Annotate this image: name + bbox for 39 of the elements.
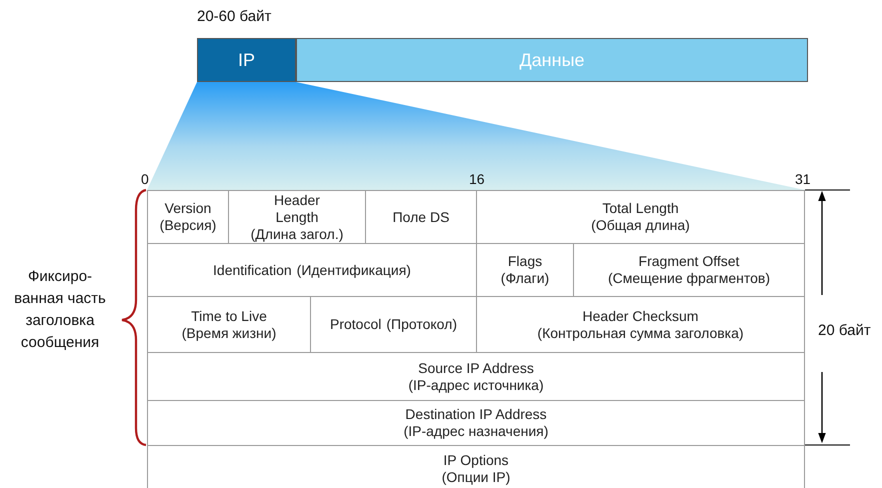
field-name: Destination IP Address bbox=[405, 406, 547, 423]
bit-number: 31 bbox=[795, 171, 811, 187]
field-translation: (Контрольная сумма заголовка) bbox=[537, 324, 744, 342]
field-translation: (Идентификация) bbox=[296, 262, 411, 278]
bit-number: 0 bbox=[141, 171, 149, 187]
field-name: Identification bbox=[213, 262, 292, 278]
field-translation: (Версия) bbox=[160, 217, 216, 234]
field-translation: (IP-адрес назначения) bbox=[404, 423, 548, 440]
field-name: Time to Live bbox=[191, 308, 267, 324]
size-label: 20-60 байт bbox=[197, 8, 272, 25]
header-field bbox=[147, 445, 805, 488]
field-name: Total Length bbox=[602, 200, 679, 217]
field-name: Header Checksum bbox=[582, 308, 698, 324]
header-field bbox=[228, 190, 366, 244]
field-name: Flags bbox=[508, 253, 542, 270]
field-translation: (Время жизни) bbox=[182, 324, 276, 342]
header-field bbox=[147, 400, 805, 446]
field-translation: (Флаги) bbox=[500, 270, 550, 287]
brace-label: Фиксиро- ванная часть заголовка сообщения bbox=[13, 267, 107, 353]
field-translation: (Смещение фрагментов) bbox=[608, 270, 770, 287]
header-segment: IP bbox=[197, 38, 296, 82]
field-translation: (Опции IP) bbox=[442, 469, 510, 486]
header-field bbox=[147, 352, 805, 401]
field-name: Header Length bbox=[273, 192, 321, 226]
field-translation: (Общая длина) bbox=[591, 217, 690, 234]
field-name: Fragment Offset bbox=[638, 253, 740, 270]
field-name: Поле DS bbox=[392, 208, 450, 226]
field-translation: (Длина загол.) bbox=[250, 226, 344, 242]
payload-segment: Данные bbox=[296, 38, 808, 82]
field-translation: (IP-адрес источника) bbox=[408, 376, 544, 394]
header-field bbox=[476, 190, 805, 244]
size-label: 20 байт bbox=[818, 322, 871, 339]
field-name: IP Options bbox=[443, 452, 509, 469]
field-translation: (Протокол) bbox=[386, 316, 457, 333]
field-name: Version bbox=[164, 200, 212, 217]
field-name: Source IP Address bbox=[418, 360, 534, 376]
field-name: Protocol bbox=[330, 316, 382, 333]
header-field bbox=[147, 190, 229, 244]
bit-number: 16 bbox=[469, 171, 485, 187]
